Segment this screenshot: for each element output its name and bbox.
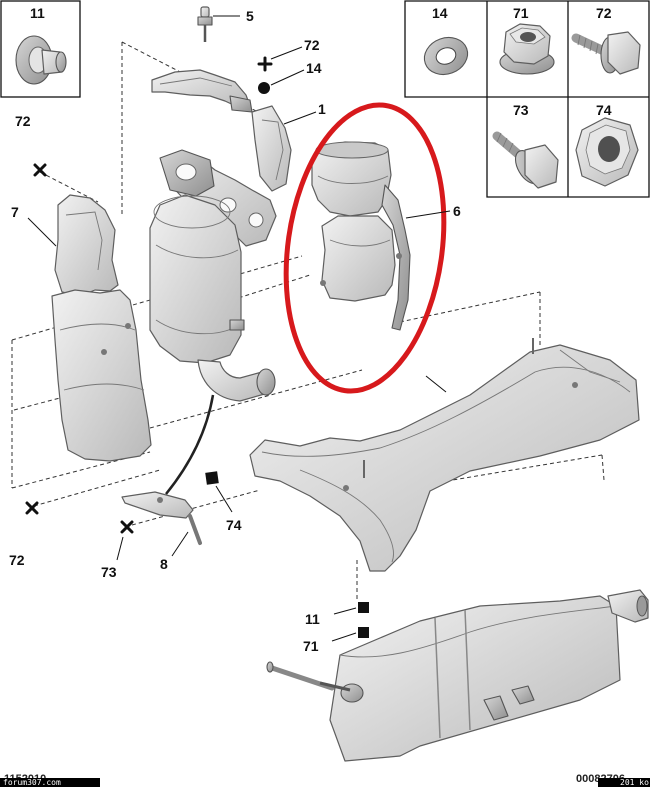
flange-bolt-icon <box>492 131 559 189</box>
heat-shield-part-6 <box>311 141 411 331</box>
callout-1: 1 <box>318 101 326 117</box>
callout-6: 6 <box>453 203 461 219</box>
legend-grid: 14 71 72 73 74 <box>404 0 650 198</box>
leader-8 <box>171 531 189 557</box>
leader-73 <box>116 536 124 561</box>
callout-72-bottom: 72 <box>9 552 25 568</box>
leader-6 <box>405 210 451 219</box>
callout-73: 73 <box>101 564 117 580</box>
leader-shield-link <box>425 375 447 393</box>
manifold-catalyst <box>149 149 277 402</box>
hex-nut-icon <box>575 117 639 187</box>
heat-shield-part-1 <box>151 69 292 192</box>
leader-72-top <box>270 46 303 60</box>
flange-nut-icon <box>499 23 555 75</box>
legend-label-72: 72 <box>596 5 612 21</box>
heat-shield-part-7 <box>51 194 152 462</box>
cone-washer-icon <box>15 35 67 85</box>
leader-71 <box>331 632 357 642</box>
leader-74 <box>215 485 233 513</box>
fastener-73-marker <box>120 520 134 534</box>
underbody-heat-shield <box>249 338 640 572</box>
callout-11: 11 <box>305 611 320 627</box>
fastener-72-left-marker <box>33 163 47 177</box>
footer-size: 201 ko <box>620 778 649 787</box>
sensor-wire <box>165 394 215 495</box>
legend-box-top-left: 11 <box>0 0 81 98</box>
legend-label-73: 73 <box>513 102 529 118</box>
callout-14: 14 <box>306 60 322 76</box>
nut-11-marker <box>358 602 369 613</box>
legend-label-14: 14 <box>432 5 448 21</box>
rear-muffler <box>266 589 649 762</box>
leader-7 <box>27 217 57 247</box>
footer-site: forum307.com <box>3 778 61 787</box>
callout-7: 7 <box>11 204 19 220</box>
legend-label-71: 71 <box>513 5 529 21</box>
callout-8: 8 <box>160 556 168 572</box>
callout-5: 5 <box>246 8 254 24</box>
footer-bar-right <box>598 778 650 787</box>
legend-frame-top-left <box>0 0 81 98</box>
callout-71: 71 <box>303 638 319 654</box>
sensor-part-5 <box>197 6 213 42</box>
washer-14-marker <box>258 82 270 94</box>
fastener-72-bottom-marker <box>25 501 39 515</box>
leader-14 <box>270 69 305 86</box>
fastener-72-top-marker <box>257 56 273 72</box>
callout-74: 74 <box>226 517 242 533</box>
legend-label-11: 11 <box>30 5 45 21</box>
highlight-ellipse <box>283 102 447 394</box>
nut-74-marker <box>205 471 219 485</box>
callout-72-top: 72 <box>304 37 320 53</box>
callout-72-left: 72 <box>15 113 31 129</box>
footer-bar-left <box>0 778 100 787</box>
flange-screw-icon <box>571 31 641 75</box>
nut-71-marker <box>358 627 369 638</box>
bracket-part-8 <box>121 491 202 545</box>
legend-grid-frame <box>404 0 650 198</box>
leader-1 <box>283 111 317 125</box>
legend-label-74: 74 <box>596 102 612 118</box>
leader-11 <box>333 607 357 615</box>
flat-washer-icon <box>423 36 469 76</box>
